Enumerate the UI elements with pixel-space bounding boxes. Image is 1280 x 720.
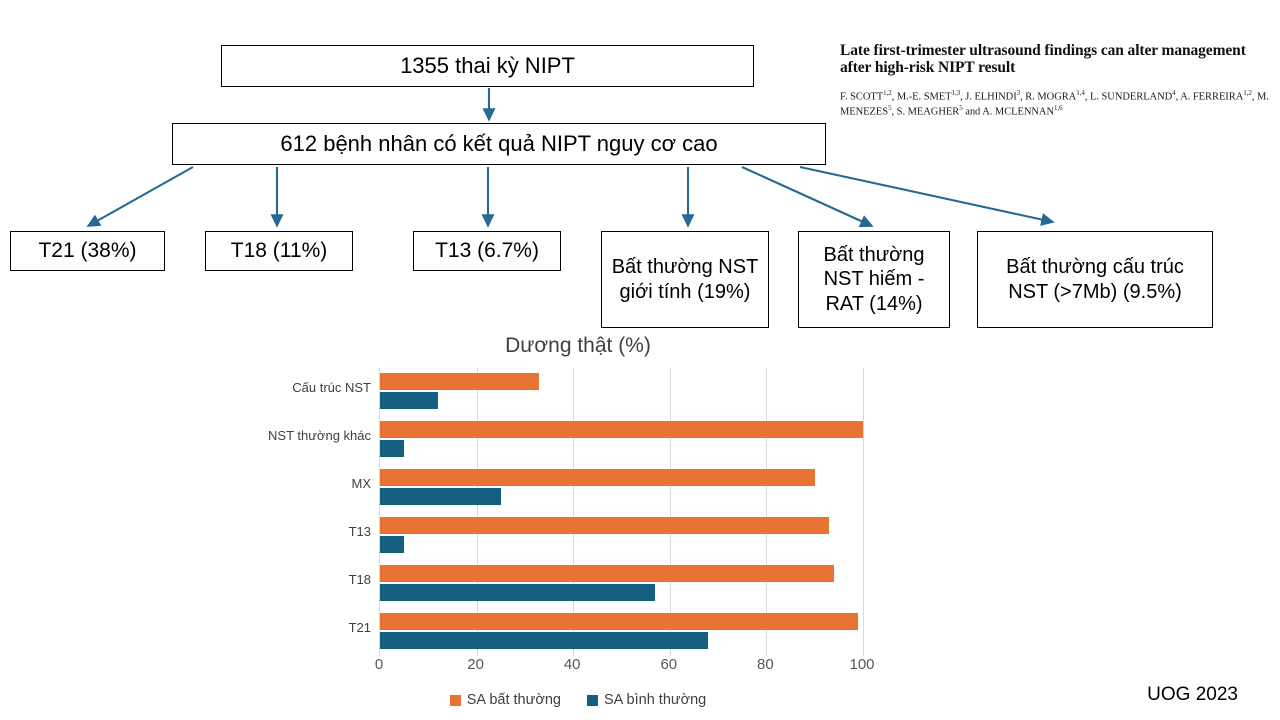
- chart-category-label: T21: [348, 620, 371, 635]
- chart-legend-label: SA bình thường: [603, 692, 707, 708]
- flowchart-box-t21: T21 (38%): [10, 231, 165, 271]
- chart-gridline: [766, 368, 768, 656]
- chart-legend-swatch: [449, 694, 461, 706]
- footer-credit: UOG 2023: [1147, 684, 1238, 705]
- chart-category-label: NST thường khác: [268, 428, 371, 443]
- chart-x-axis: 0 20 40 60 80 100: [375, 656, 875, 680]
- chart-category-label: T13: [348, 524, 371, 539]
- citation-authors: F. SCOTT1,2, M.-E. SMET1,3, J. ELHINDI3,…: [840, 88, 1269, 118]
- chart-title: Dương thật (%): [505, 334, 651, 357]
- flowchart-box-t18: T18 (11%): [205, 231, 353, 271]
- chart-bar: [380, 421, 863, 438]
- flowchart-box-sex-chromosome-label: Bất thường NST giới tính (19%): [611, 256, 759, 303]
- chart-bar: [380, 392, 438, 409]
- flowchart-box-structural: Bất thường cấu trúc NST (>7Mb) (9.5%): [977, 231, 1213, 328]
- flowchart-box-rat-label: Bất thường NST hiếm - RAT (14%): [823, 243, 925, 315]
- chart-bar: [380, 565, 835, 582]
- chart-category-row: MX: [352, 464, 863, 512]
- chart-category-row: NST thường khác: [268, 416, 863, 464]
- flowchart-box-t18-label: T18 (11%): [230, 239, 328, 263]
- chart-legend-item[interactable]: SA bất thường: [449, 692, 561, 708]
- chart-gridline: [476, 368, 478, 656]
- chart-gridline: [573, 368, 575, 656]
- chart-category-row: T21: [349, 608, 863, 656]
- chart-legend-item[interactable]: SA bình thường: [586, 692, 707, 708]
- flowchart-box-total: 1355 thai kỳ NIPT: [221, 45, 754, 87]
- chart-x-tick-label: 40: [563, 656, 581, 673]
- chart-bar: [380, 536, 405, 553]
- chart-category-row: T13: [349, 512, 863, 560]
- chart-bar: [380, 440, 405, 457]
- chart-bar: [380, 632, 709, 649]
- chart-x-tick-label: 60: [660, 656, 678, 673]
- arrow-highrisk-to-t21: [86, 166, 194, 227]
- flowchart-box-t13: T13 (6.7%): [413, 231, 561, 271]
- journal-citation: Late first-trimester ultrasound findings…: [840, 42, 1270, 119]
- chart-legend: SA bất thường SA bình thường: [228, 692, 928, 708]
- chart-gridline: [669, 368, 671, 656]
- chart-legend-swatch: [586, 694, 598, 706]
- arrow-highrisk-to-struct: [799, 165, 1055, 226]
- citation-title: Late first-trimester ultrasound findings…: [840, 42, 1246, 77]
- chart-bar: [380, 613, 859, 630]
- flowchart-box-structural-label: Bất thường cấu trúc NST (>7Mb) (9.5%): [1006, 256, 1184, 303]
- chart-bar: [380, 469, 815, 486]
- flowchart-box-sex-chromosome: Bất thường NST giới tính (19%): [601, 231, 769, 328]
- chart-category-label: MX: [351, 476, 372, 491]
- flowchart-box-t21-label: T21 (38%): [38, 239, 137, 263]
- arrow-highrisk-to-rat: [741, 166, 874, 228]
- flowchart-box-high-risk: 612 bệnh nhân có kết quả NIPT nguy cơ ca…: [172, 123, 826, 165]
- flowchart-box-high-risk-label: 612 bệnh nhân có kết quả NIPT nguy cơ ca…: [280, 130, 718, 156]
- chart-bar: [380, 517, 830, 534]
- true-positive-bar-chart: Dương thật (%) Cấu trúc NST NST thường kh…: [228, 334, 928, 720]
- chart-bar: [380, 584, 656, 601]
- chart-x-tick-label: 80: [757, 656, 774, 673]
- chart-gridline: [863, 368, 864, 656]
- flowchart-box-t13-label: T13 (6.7%): [435, 239, 539, 263]
- chart-category-row: T18: [349, 560, 863, 608]
- chart-x-tick-label: 100: [849, 656, 875, 673]
- chart-legend-label: SA bất thường: [466, 692, 561, 708]
- flowchart-box-total-label: 1355 thai kỳ NIPT: [400, 52, 575, 78]
- chart-bar: [380, 373, 540, 390]
- chart-bar: [380, 488, 501, 505]
- chart-x-tick-label: 20: [467, 656, 484, 673]
- chart-x-tick-label: 0: [374, 656, 384, 673]
- flowchart-box-rat: Bất thường NST hiếm - RAT (14%): [798, 231, 950, 328]
- chart-category-row: Cấu trúc NST: [292, 368, 863, 416]
- chart-category-label: Cấu trúc NST: [292, 380, 371, 395]
- chart-category-label: T18: [348, 572, 371, 587]
